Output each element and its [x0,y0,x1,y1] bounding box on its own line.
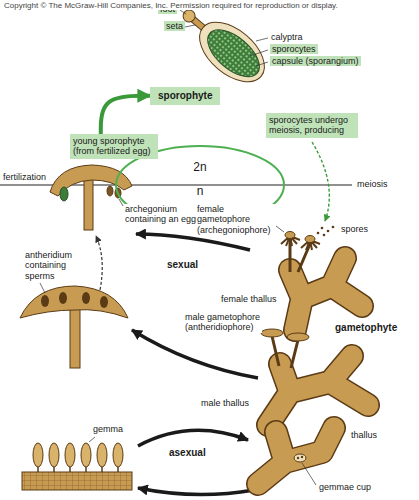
gemma-stalks [38,466,118,472]
process-label: fertilization [2,172,47,182]
stage-box: young sporophyte (from fertilized egg) [70,134,158,159]
antheridium-drawing [41,295,49,307]
gemma-drawing [81,443,91,467]
thallus-outline [258,428,334,484]
part-label: antheridium containing sperms [24,250,84,281]
part-label: gemma [92,424,124,434]
leader-line [89,437,95,442]
leader-line [180,10,186,14]
leader-line [250,50,268,56]
capsule-drawing [200,21,268,85]
gemma-thallus-drawing [258,428,334,484]
ploidy-label: 2n [193,161,206,175]
part-label: gemmae cup [318,482,372,492]
part-label: female gametophore (archegoniophore) [196,204,276,235]
archegonium-drawing [107,186,113,196]
leader-line [302,463,316,485]
gemma-cup-section-drawing [22,443,132,490]
cell-layer-drawing [22,472,132,490]
antheridiophore-head [261,329,283,337]
mode-label: sexual [166,259,199,271]
leader-line [256,38,268,41]
female-thallus-drawing [281,232,362,331]
spore-dot [332,226,335,229]
label-text: sporocytes [272,44,316,54]
part-label-box: seta [164,21,185,31]
gemma-drawing [65,443,75,467]
leader-line [276,226,284,232]
stage-label: gametophyte [334,322,398,334]
label-text: seta [166,21,183,31]
part-label: female thallus [220,294,278,304]
antheridiophore-head [287,333,309,341]
part-label: spores [340,224,369,234]
part-label: thallus [350,430,378,440]
stalk-drawing [70,308,80,368]
process-label: meiosis [356,179,389,189]
antheridiophore-section-drawing [20,286,128,368]
calyptra-drawing [189,11,276,94]
antheridium-drawing [82,292,90,304]
gemma-dot [297,457,299,459]
cycle-arrow [138,488,254,495]
part-label: calyptra [270,32,304,42]
archegoniophore-head [285,232,295,239]
antheridium-drawing [100,296,108,308]
gemma-drawing [113,443,123,467]
male-thallus-drawing [261,329,368,425]
gametophore-stalk [290,240,310,272]
thallus-fill [268,356,368,425]
thallus-outline [268,356,368,425]
part-label-box: capsule (sporangium) [270,56,361,66]
archegoniophore-head [305,236,315,243]
spore-dot [321,227,324,230]
spore-dot [323,234,326,237]
label-text: capsule (sporangium) [272,56,359,66]
process-box: sporocytes undergo meiosis, producing [266,113,358,138]
gemma-drawing [49,443,59,467]
label-text: sporophyte [158,90,212,102]
antheridium-drawing [59,292,67,304]
ploidy-label: n [197,185,204,199]
label-text: young sporophyte (from fertilized egg) [73,136,155,157]
generation-box: sporophyte [150,87,220,105]
cycle-arrow [136,234,250,250]
gemma-dot [301,456,303,458]
growth-arrow [101,96,150,134]
gemma-drawing [97,443,107,467]
spore-dot [327,230,330,233]
copyright-notice: Copyright © The McGraw-Hill Companies, I… [3,1,339,10]
cycle-arrow [132,330,258,378]
part-label-box: sporocytes [270,44,318,54]
spore-dots [317,226,335,237]
thallus-fill [258,428,334,484]
leader-line [40,283,45,293]
gemma-drawing [33,443,43,467]
label-text: sporocytes undergo meiosis, producing [269,115,355,136]
receptacle-drawing [20,286,128,318]
meiosis-arrow [312,142,329,221]
part-label: male gametophore (antheridiophore) [184,312,262,333]
stalk-drawing [84,178,93,230]
young-sporophyte-drawing [60,187,68,201]
cycle-arrow [138,430,248,446]
sperm-arrow [96,236,102,290]
part-label: male thallus [200,398,250,408]
spore-dot [317,232,320,235]
mode-label: asexual [168,447,207,459]
leader-line [185,25,195,27]
leader-line [256,62,268,66]
sporophyte-drawing [170,0,275,93]
gemmae-cup-drawing [294,454,306,462]
